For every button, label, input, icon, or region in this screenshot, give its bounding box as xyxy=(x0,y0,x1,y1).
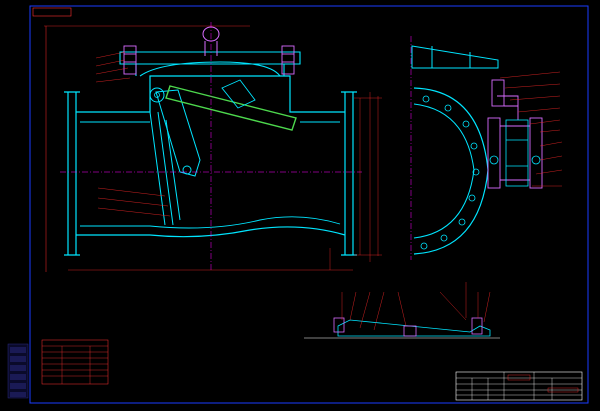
pin xyxy=(471,317,483,335)
part-leaders xyxy=(499,71,563,187)
hinge-assembly xyxy=(487,79,543,189)
seat-ring xyxy=(149,111,181,226)
flow-passage xyxy=(80,121,341,229)
disc-arm-detail-view xyxy=(304,282,500,339)
sheet-border xyxy=(29,5,589,404)
title-block xyxy=(455,371,583,401)
valve-body-outline xyxy=(64,75,357,256)
hinge-pin-icon xyxy=(149,87,165,103)
hub xyxy=(333,317,345,333)
bonnet-cover xyxy=(119,51,301,77)
part-leaders xyxy=(341,282,491,331)
side-cover-plate xyxy=(411,45,499,69)
hinge-bracket xyxy=(221,79,256,109)
stamp-box xyxy=(32,7,72,17)
nut xyxy=(403,325,417,337)
dimension-lines-right xyxy=(354,92,382,262)
bolt-icon xyxy=(420,95,480,250)
disc-nut xyxy=(182,165,192,175)
check-valve-section-view xyxy=(44,22,382,272)
left-toolbar xyxy=(7,343,29,399)
valve-side-view xyxy=(410,36,563,260)
arm-outline xyxy=(337,319,491,337)
side-flange xyxy=(413,87,489,255)
part-leaders xyxy=(95,51,171,217)
bolt-icon xyxy=(123,45,295,75)
disc-arm xyxy=(155,89,201,177)
side-flange-inner xyxy=(413,103,475,239)
hinge-assembly-detail xyxy=(489,119,541,187)
spec-table xyxy=(41,339,109,385)
swing-disc xyxy=(165,85,297,131)
